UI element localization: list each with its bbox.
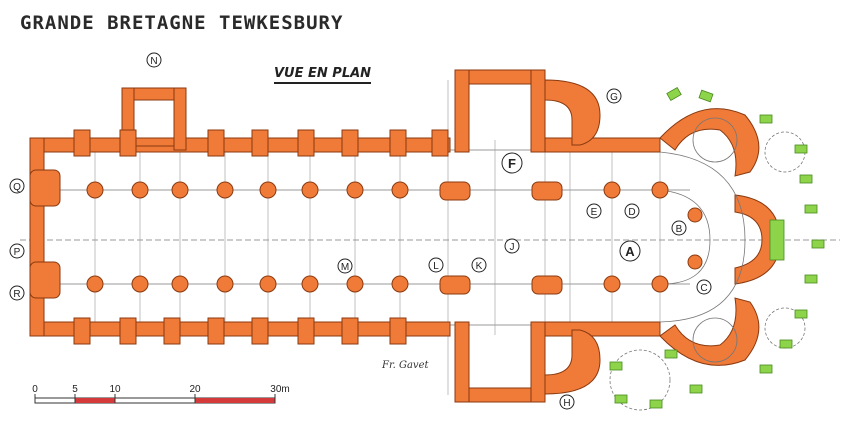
choir-south-wall — [544, 321, 661, 337]
nave-south-wall — [29, 321, 451, 337]
marker-d — [624, 203, 640, 219]
marker-n-label: N — [150, 56, 157, 67]
marker-q-label: Q — [13, 182, 21, 193]
scale-bar: 0 5 10 20 30m — [32, 384, 290, 404]
marker-e-label: E — [591, 207, 598, 218]
page-title: GRANDE BRETAGNE TEWKESBURY — [20, 12, 344, 34]
marker-a — [619, 240, 641, 262]
marker-n — [146, 52, 162, 68]
scale-label-5: 5 — [72, 384, 78, 395]
marker-h-label: H — [563, 398, 570, 409]
marker-b-label: B — [676, 224, 683, 235]
marker-q — [9, 178, 25, 194]
markers — [9, 52, 712, 410]
marker-e — [586, 203, 602, 219]
artist-signature: Fr. Gavet — [382, 360, 429, 371]
marker-g — [606, 88, 622, 104]
marker-l-label: L — [433, 261, 439, 272]
choir-north-wall — [544, 137, 661, 153]
marker-p — [9, 243, 25, 259]
marker-j — [504, 238, 520, 254]
scale-label-10: 10 — [109, 384, 121, 395]
marker-r-label: R — [13, 289, 20, 300]
marker-m-label: M — [341, 262, 349, 273]
ruined-lady-chapel — [609, 86, 825, 409]
marker-f-label: F — [508, 156, 516, 171]
scale-label-0: 0 — [32, 384, 38, 395]
nave-north-wall — [29, 137, 451, 153]
marker-r — [9, 285, 25, 301]
marker-k-label: K — [476, 261, 483, 272]
scale-label-30m: 30m — [270, 384, 289, 395]
nave-piers — [86, 181, 703, 293]
plan-subtitle: VUE EN PLAN — [274, 66, 372, 84]
marker-a-label: A — [625, 244, 635, 259]
marker-l — [428, 257, 444, 273]
walls — [29, 69, 781, 403]
marker-j-label: J — [510, 242, 515, 253]
marker-h — [559, 394, 575, 410]
west-wall — [29, 137, 45, 337]
marker-b — [671, 220, 687, 236]
ambulatory — [609, 117, 806, 411]
marker-c-label: C — [700, 283, 707, 294]
scale-label-20: 20 — [189, 384, 201, 395]
marker-p-label: P — [14, 247, 21, 258]
marker-g-label: G — [610, 92, 618, 103]
bay-lines — [94, 80, 661, 395]
marker-k — [471, 257, 487, 273]
marker-c — [696, 279, 712, 295]
axis-lines — [20, 149, 840, 326]
marker-m — [337, 258, 353, 274]
marker-f — [501, 152, 523, 174]
marker-d-label: D — [628, 207, 635, 218]
